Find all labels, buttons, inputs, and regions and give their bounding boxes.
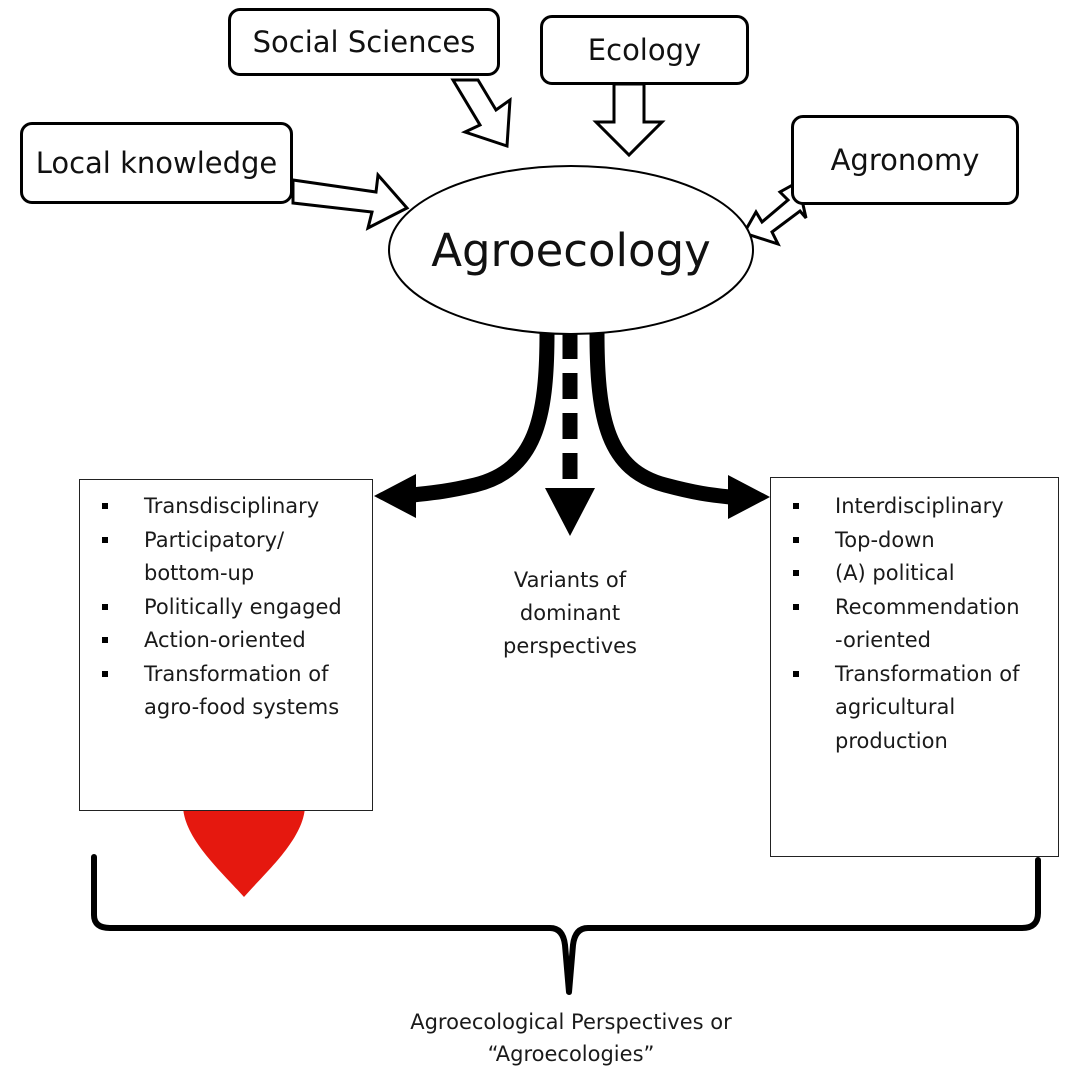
right-panel: Interdisciplinary Top-down (A) political… bbox=[770, 477, 1059, 857]
left-item-text: Transformation of agro-food systems bbox=[144, 661, 340, 720]
box-agronomy: Agronomy bbox=[791, 115, 1019, 205]
left-item-text: Participatory/ bottom-up bbox=[144, 527, 285, 586]
bullet-icon bbox=[793, 503, 799, 509]
right-list-item: Interdisciplinary bbox=[771, 490, 1058, 524]
right-list-item: Top-down bbox=[771, 524, 1058, 558]
left-item-text: Action-oriented bbox=[144, 628, 306, 652]
bottom-caption-line: “Agroecologies” bbox=[487, 1042, 655, 1066]
bullet-icon bbox=[102, 536, 108, 543]
right-panel-list: Interdisciplinary Top-down (A) political… bbox=[771, 490, 1058, 758]
left-list-item: Transformation of agro-food systems bbox=[80, 658, 372, 725]
arrowhead-left bbox=[374, 474, 416, 518]
right-item-text: Transformation of agricultural productio… bbox=[835, 661, 1020, 753]
variants-label: Variants of dominant perspectives bbox=[465, 564, 675, 663]
curve-to-right-panel bbox=[589, 332, 731, 505]
arrow-local-knowledge bbox=[291, 171, 410, 231]
label-social-sciences: Social Sciences bbox=[252, 25, 476, 59]
bullet-icon bbox=[793, 603, 799, 610]
left-panel: Transdisciplinary Participatory/ bottom-… bbox=[79, 479, 373, 811]
arrow-ecology bbox=[592, 82, 666, 158]
right-list-item: (A) political bbox=[771, 557, 1058, 591]
variants-line: perspectives bbox=[503, 634, 637, 658]
right-item-text: Recommendation -oriented bbox=[835, 594, 1020, 653]
right-list-item: Transformation of agricultural productio… bbox=[771, 658, 1058, 759]
arrow-social-sciences bbox=[450, 78, 512, 149]
left-list-item: Action-oriented bbox=[80, 624, 372, 658]
curly-brace bbox=[91, 854, 1041, 995]
right-item-text: Top-down bbox=[835, 527, 935, 552]
right-item-text: Interdisciplinary bbox=[835, 494, 1004, 518]
left-list-item: Politically engaged bbox=[80, 591, 372, 625]
label-ecology: Ecology bbox=[587, 33, 702, 67]
bullet-icon bbox=[793, 670, 799, 677]
bullet-icon bbox=[793, 536, 799, 543]
box-social-sciences: Social Sciences bbox=[228, 8, 500, 76]
variants-line: Variants of bbox=[513, 568, 627, 592]
agroecology-title: Agroecology bbox=[431, 223, 711, 277]
bullet-icon bbox=[793, 570, 799, 576]
bullet-icon bbox=[102, 670, 108, 677]
bullet-icon bbox=[102, 603, 108, 610]
box-local-knowledge: Local knowledge bbox=[20, 122, 293, 204]
label-agronomy: Agronomy bbox=[830, 143, 980, 177]
bottom-caption: Agroecological Perspectives or “Agroecol… bbox=[300, 1006, 842, 1070]
right-item-text: (A) political bbox=[835, 561, 955, 585]
box-ecology: Ecology bbox=[540, 15, 749, 85]
left-list-item: Participatory/ bottom-up bbox=[80, 524, 372, 591]
bullet-icon bbox=[102, 503, 108, 509]
right-list-item: Recommendation -oriented bbox=[771, 591, 1058, 658]
variants-line: dominant bbox=[519, 601, 621, 625]
arrowhead-right bbox=[728, 475, 770, 519]
left-list-item: Transdisciplinary bbox=[80, 490, 372, 524]
curve-to-left-panel bbox=[411, 332, 555, 503]
left-item-text: Politically engaged bbox=[144, 594, 342, 619]
bottom-caption-line: Agroecological Perspectives or bbox=[410, 1010, 732, 1034]
arrowhead-down bbox=[545, 488, 595, 536]
left-panel-list: Transdisciplinary Participatory/ bottom-… bbox=[80, 490, 372, 725]
left-item-text: Transdisciplinary bbox=[144, 494, 320, 518]
bullet-icon bbox=[102, 637, 108, 643]
label-local-knowledge: Local knowledge bbox=[35, 146, 278, 180]
